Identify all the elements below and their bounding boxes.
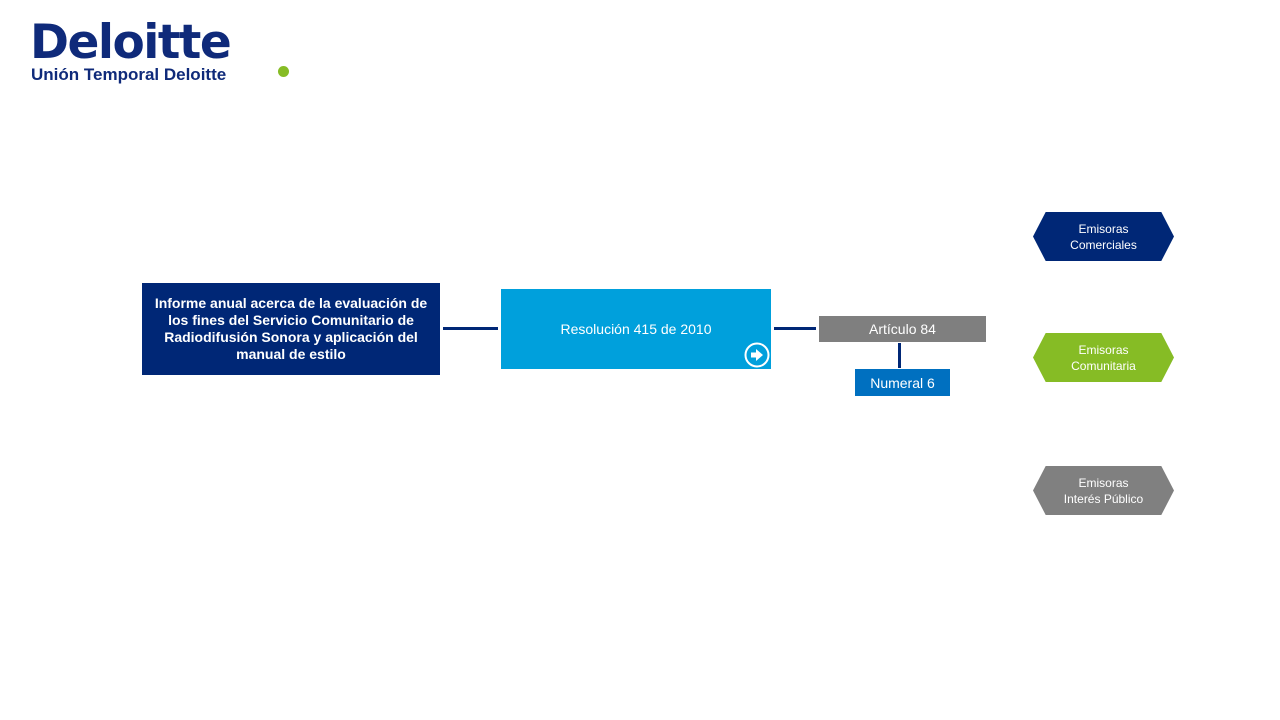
category-emisoras-comerciales[interactable]: Emisoras Comerciales [1033,212,1174,261]
logo-green-dot [278,66,289,77]
connector-report-resolution [443,327,498,330]
article-box-text: Artículo 84 [869,321,936,337]
resolution-box-text: Resolución 415 de 2010 [560,321,712,337]
report-box: Informe anual acerca de la evaluación de… [142,283,440,375]
deloitte-logo: Deloitte Unión Temporal Deloitte [30,15,289,88]
connector-article-numeral [898,343,901,368]
category-label-line2: Comerciales [1070,237,1137,252]
category-label-line2: Comunitaria [1071,358,1136,373]
numeral-box-text: Numeral 6 [870,374,935,391]
category-label-line1: Emisoras [1078,221,1129,236]
category-label-line1: Emisoras [1078,342,1129,357]
logo-wordmark: Deloitte [30,15,232,70]
resolution-box[interactable]: Resolución 415 de 2010 [501,289,771,369]
logo-subtitle: Unión Temporal Deloitte [31,65,227,84]
article-box: Artículo 84 [819,316,986,342]
connector-resolution-article [774,327,816,330]
arrow-right-circle-icon[interactable] [744,342,770,368]
category-emisoras-interes-publico[interactable]: Emisoras Interés Público [1033,466,1174,515]
category-label-line2: Interés Público [1063,491,1144,506]
numeral-box: Numeral 6 [855,369,950,396]
category-emisoras-comunitaria[interactable]: Emisoras Comunitaria [1033,333,1174,382]
report-box-text: Informe anual acerca de la evaluación de… [154,295,428,362]
category-label-line1: Emisoras [1078,475,1129,490]
